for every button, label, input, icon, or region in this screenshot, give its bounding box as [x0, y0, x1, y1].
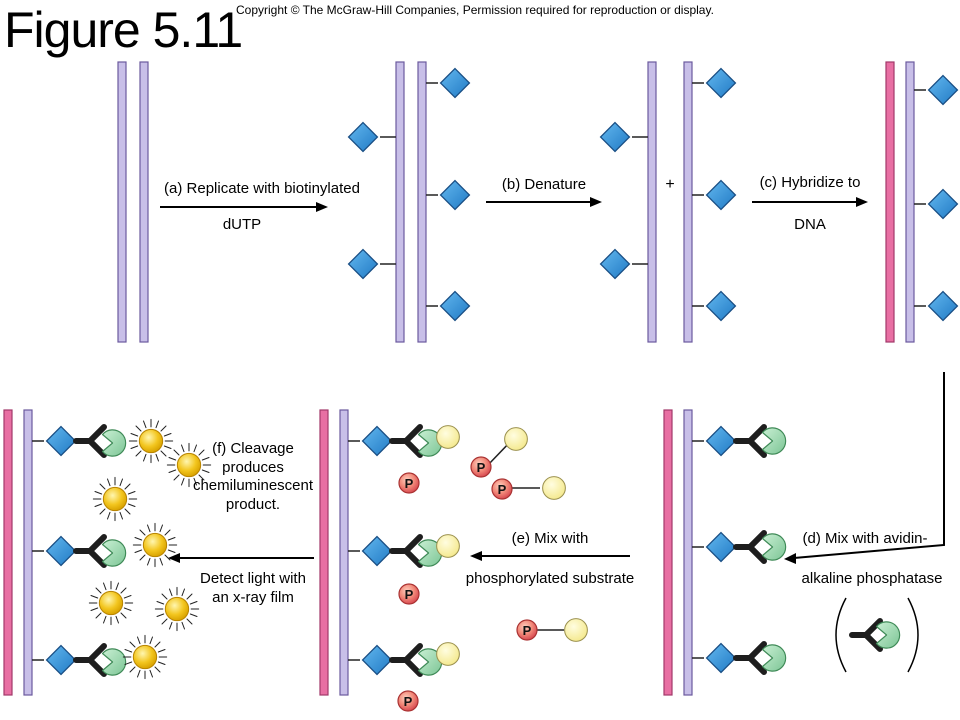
dna-light-emission — [3, 409, 212, 696]
phosphatase-icon — [761, 533, 787, 561]
free-substrates: P P P — [470, 427, 588, 642]
step-a-label-line2: dUTP — [222, 216, 262, 233]
avidin-icon — [76, 427, 104, 455]
phosphate-label: P — [477, 460, 486, 475]
light-product-icon — [88, 580, 134, 626]
arrow-step-e — [470, 551, 630, 561]
dna-denatured-strand-left — [599, 61, 657, 343]
light-product-icon — [122, 634, 168, 680]
avidin-icon — [76, 537, 104, 565]
phosphatase-icon — [761, 644, 787, 672]
dna-denatured-strand-right — [683, 61, 737, 343]
light-product-icon — [128, 418, 174, 464]
step-c-label-line2: DNA — [794, 216, 826, 233]
avidin-icon — [76, 646, 104, 674]
arrow-step-c — [752, 197, 868, 207]
phosphate-label: P — [405, 476, 414, 491]
phosphatase-icon — [101, 539, 127, 567]
step-c-label: (c) Hybridize to — [759, 174, 861, 191]
biotin-icon — [45, 644, 77, 676]
substrate-icon — [436, 642, 460, 666]
avidin-icon — [392, 537, 420, 565]
biotin-icon — [347, 248, 379, 280]
phosphate-label: P — [405, 587, 414, 602]
biotin-icon — [705, 531, 737, 563]
arrow-step-d — [784, 372, 945, 564]
biotin-icon — [705, 179, 737, 211]
free-avidin-phosphatase — [835, 597, 919, 673]
avidin-icon — [392, 427, 420, 455]
biotin-icon — [45, 535, 77, 567]
substrate-icon — [436, 534, 460, 558]
step-e-label-line2: phosphorylated substrate — [465, 570, 635, 587]
biotin-icon — [705, 642, 737, 674]
step-a-label: (a) Replicate with biotinylated — [164, 180, 360, 197]
light-product-icon — [92, 476, 138, 522]
dna-substrate-bound: P P P — [319, 409, 460, 712]
dna-hybridized — [885, 61, 959, 343]
avidin-icon — [736, 533, 764, 561]
biotin-icon — [705, 290, 737, 322]
arrow-step-a — [160, 202, 328, 212]
arrow-step-b — [486, 197, 602, 207]
dna-double-strand-initial — [117, 61, 149, 343]
biotin-icon — [599, 248, 631, 280]
phosphatase-icon — [101, 429, 127, 457]
step-e-label: (e) Mix with — [511, 530, 589, 547]
avidin-icon — [852, 621, 880, 649]
phosphate-label: P — [523, 623, 532, 638]
light-product-icon — [132, 522, 178, 568]
copyright-notice: Copyright © The McGraw-Hill Companies, P… — [236, 3, 714, 17]
phosphate-label: P — [498, 482, 507, 497]
step-d-label-line2: alkaline phosphatase — [801, 570, 943, 587]
biotin-icon — [599, 121, 631, 153]
biotin-icon — [705, 425, 737, 457]
step-d-label: (d) Mix with avidin- — [802, 530, 928, 547]
biotin-icon — [361, 425, 393, 457]
avidin-icon — [736, 427, 764, 455]
biotin-icon — [927, 74, 959, 106]
biotin-icon — [439, 67, 471, 99]
dna-avidin-bound — [663, 409, 787, 696]
step-b-label: (b) Denature — [501, 176, 587, 193]
biotin-icon — [927, 188, 959, 220]
plus-sign: + — [665, 176, 674, 193]
substrate-icon — [542, 476, 566, 500]
biotin-icon — [45, 425, 77, 457]
biotin-icon — [439, 290, 471, 322]
biotin-icon — [347, 121, 379, 153]
step-f-detect-label: Detect light with an x-ray film — [200, 570, 306, 606]
biotin-icon — [705, 67, 737, 99]
phosphatase-icon — [101, 648, 127, 676]
step-f-label: (f) Cleavage produces chemiluminescent p… — [192, 440, 314, 513]
phosphate-label: P — [404, 694, 413, 709]
figure-title: Figure 5.11 — [4, 2, 243, 58]
biotin-icon — [361, 535, 393, 567]
phosphatase-icon — [761, 427, 787, 455]
phosphatase-icon — [875, 621, 901, 649]
dna-biotinylated — [347, 61, 471, 343]
biotin-icon — [361, 644, 393, 676]
biotin-icon — [927, 290, 959, 322]
avidin-icon — [392, 646, 420, 674]
substrate-icon — [504, 427, 528, 451]
arrow-step-f — [168, 553, 314, 563]
substrate-icon — [436, 425, 460, 449]
substrate-icon — [564, 618, 588, 642]
avidin-icon — [736, 644, 764, 672]
biotin-icon — [439, 179, 471, 211]
